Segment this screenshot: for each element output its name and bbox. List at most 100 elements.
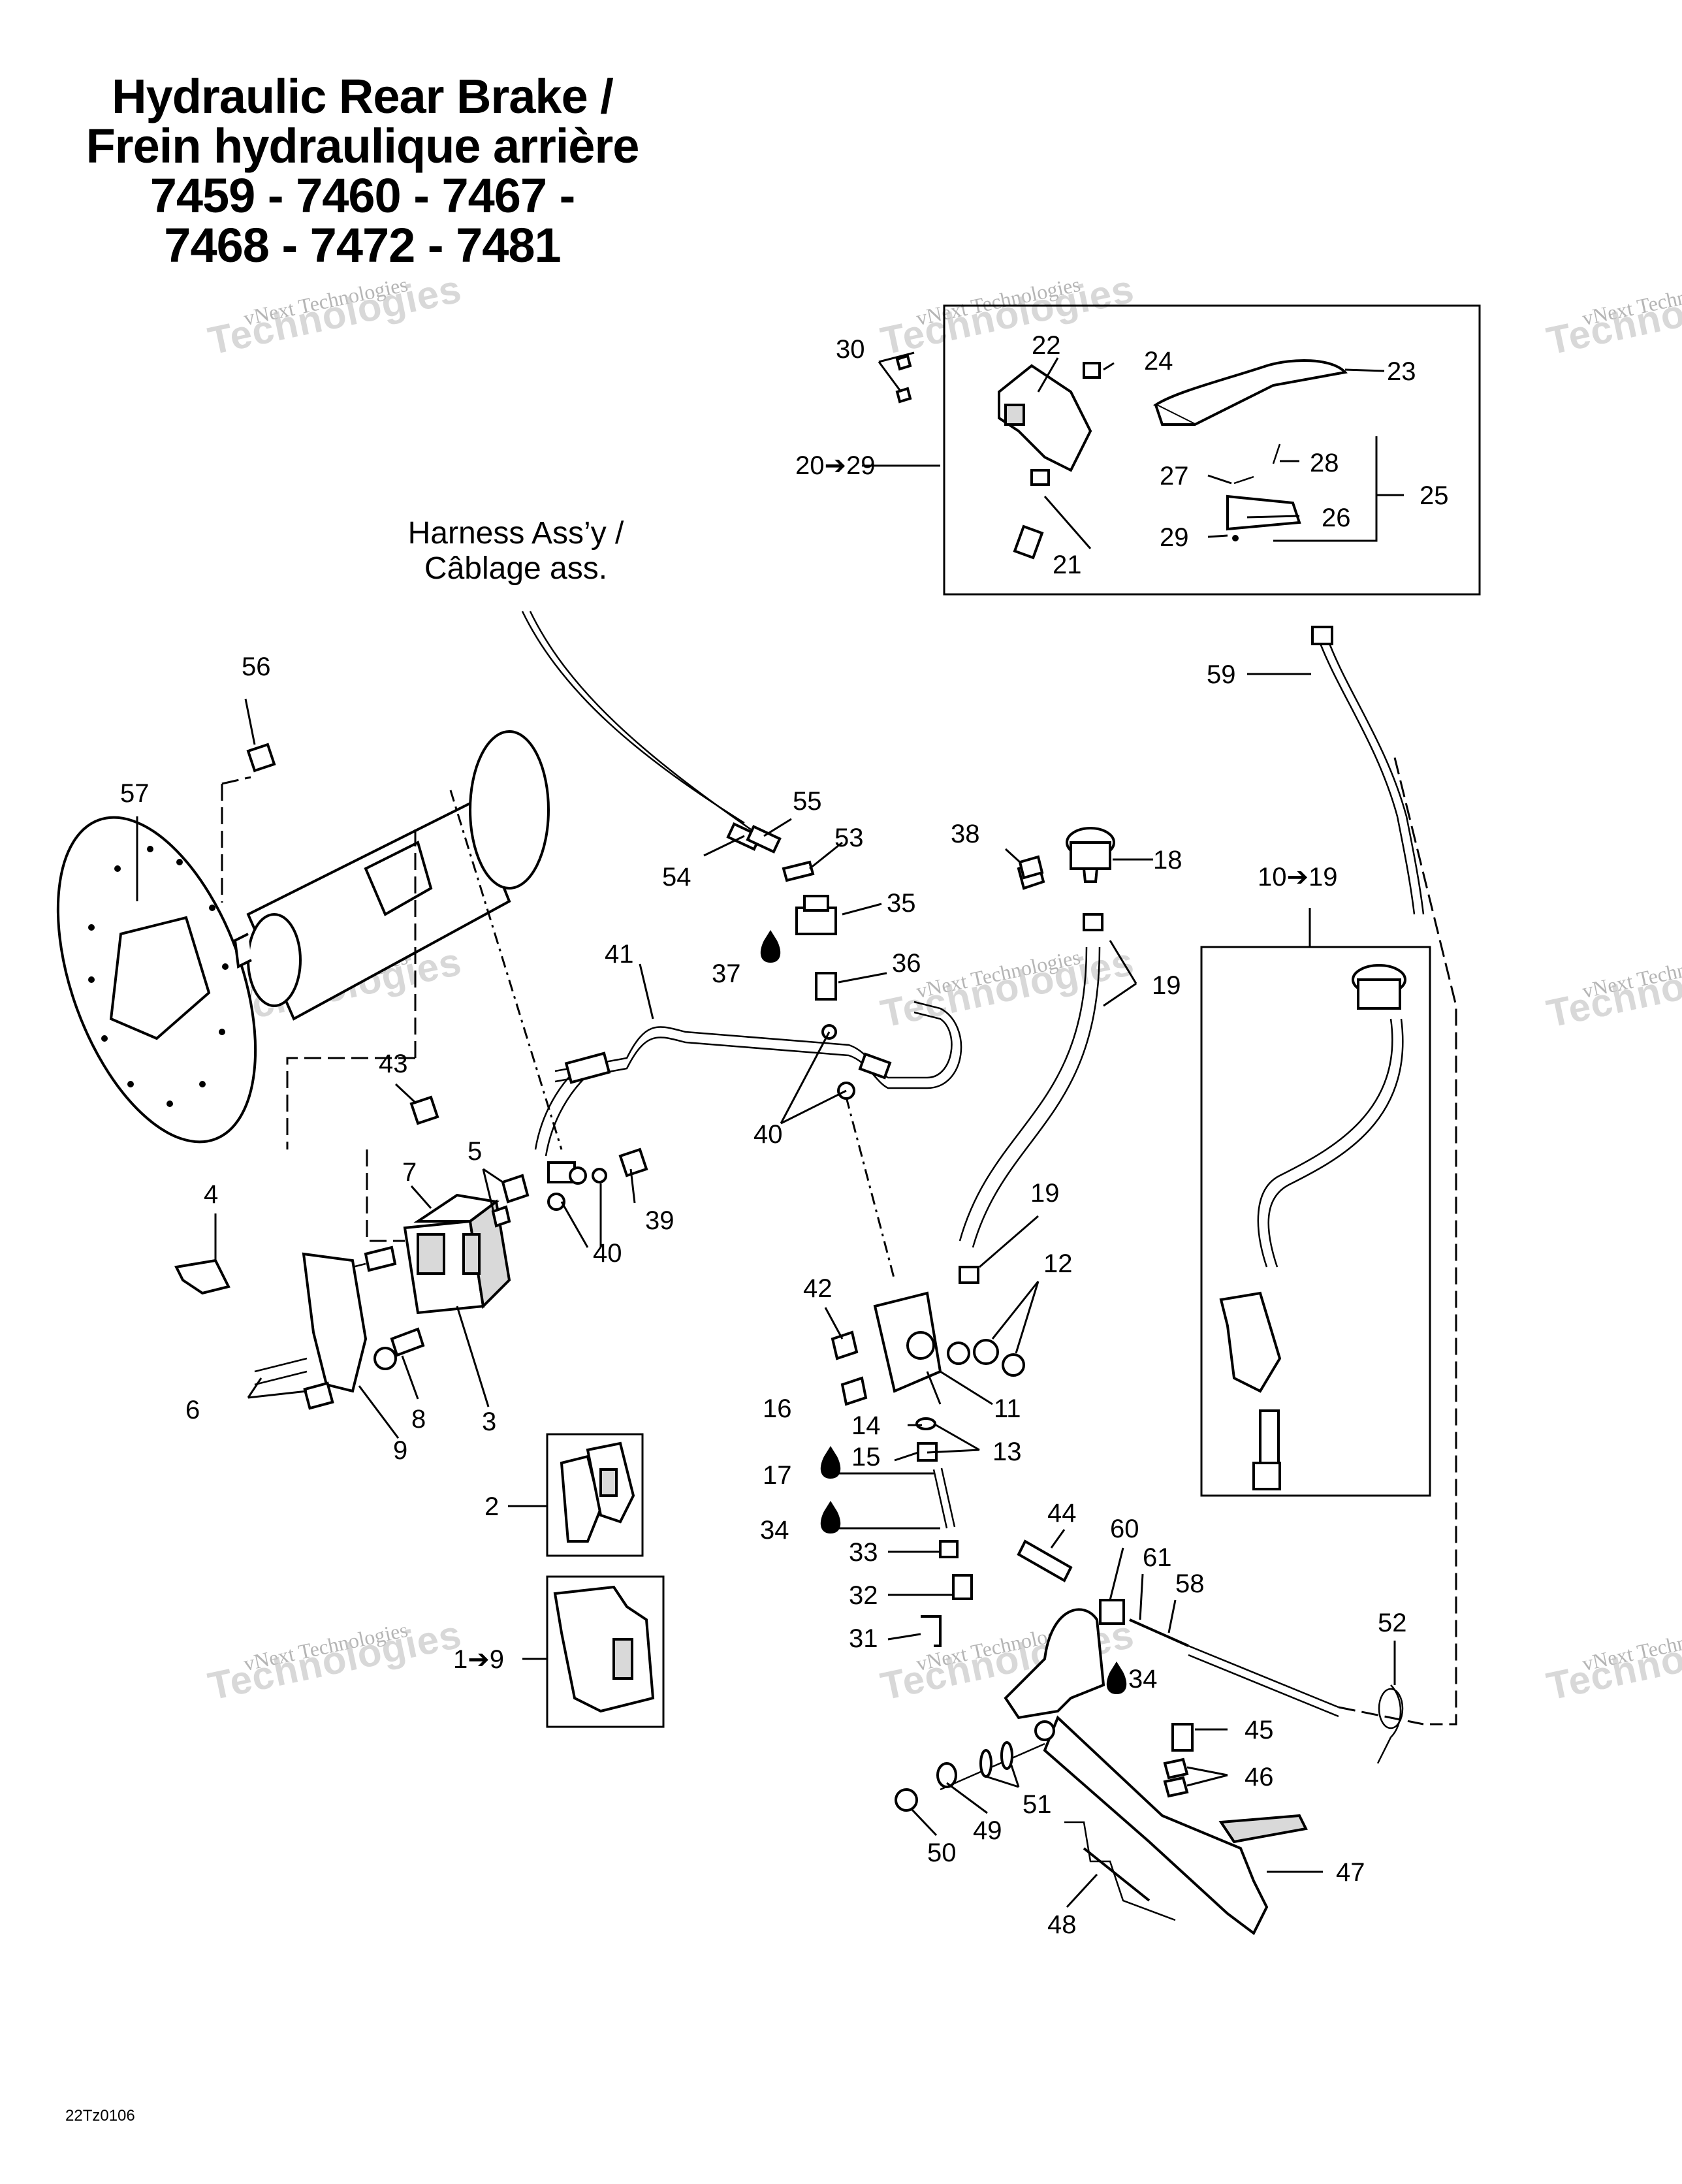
brake-cable bbox=[1188, 1645, 1339, 1709]
grease-drop-icon bbox=[820, 1446, 841, 1479]
dash-line bbox=[286, 1057, 415, 1149]
master-cylinder-port bbox=[906, 1331, 935, 1360]
callout-40b: 40 bbox=[593, 1239, 622, 1268]
reservoir-screw bbox=[1018, 855, 1044, 880]
dash-line bbox=[845, 1097, 896, 1281]
circlip bbox=[1002, 1353, 1025, 1377]
sealing-washer bbox=[592, 1168, 607, 1183]
caliper-kit-box bbox=[546, 1575, 665, 1728]
callout-16: 16 bbox=[763, 1394, 792, 1423]
pedal-tread bbox=[1218, 1814, 1308, 1844]
reservoir-nipple bbox=[1082, 867, 1099, 883]
drawing-code: 22Tz0106 bbox=[65, 2107, 135, 2125]
caliper-pin bbox=[254, 1357, 308, 1373]
callout-19a: 19 bbox=[1152, 971, 1181, 1000]
callout-39: 39 bbox=[645, 1206, 674, 1235]
callout-7: 7 bbox=[402, 1158, 417, 1187]
brake-pad bbox=[560, 1454, 603, 1543]
callout-25: 25 bbox=[1420, 481, 1449, 510]
pedal-nut bbox=[1163, 1758, 1189, 1780]
callout-1-9: 1➔9 bbox=[453, 1645, 504, 1674]
caliper-bolt bbox=[409, 1095, 439, 1125]
title-line-4: 7468 - 7472 - 7481 bbox=[164, 218, 561, 272]
callout-22: 22 bbox=[1032, 331, 1061, 360]
brake-cable bbox=[1188, 1654, 1339, 1718]
pedal-bolt bbox=[1171, 1723, 1194, 1752]
callout-37: 37 bbox=[712, 959, 741, 988]
brake-rod bbox=[1017, 1539, 1073, 1582]
callout-29: 29 bbox=[1160, 523, 1189, 552]
banjo-bolt bbox=[815, 972, 837, 1001]
kit-hose bbox=[1267, 1018, 1404, 1268]
brake-line-clip bbox=[564, 1052, 611, 1084]
callout-8: 8 bbox=[411, 1405, 426, 1434]
brake-lever bbox=[1153, 359, 1348, 426]
clevis-pin bbox=[921, 1615, 942, 1647]
harness-label-line-2: Câblage ass. bbox=[424, 551, 608, 586]
ball bbox=[1232, 535, 1239, 541]
callout-32: 32 bbox=[849, 1581, 878, 1610]
callout-42: 42 bbox=[803, 1274, 833, 1303]
pad-clip bbox=[174, 1259, 230, 1295]
callout-34b: 34 bbox=[1128, 1665, 1158, 1694]
callout-55: 55 bbox=[793, 787, 822, 816]
brake-line-hose bbox=[545, 1077, 586, 1157]
caliper-pin-head bbox=[303, 1381, 334, 1410]
caliper-seal bbox=[373, 1347, 397, 1370]
callout-17: 17 bbox=[763, 1461, 792, 1490]
callout-51: 51 bbox=[1023, 1790, 1052, 1819]
callout-54: 54 bbox=[662, 863, 691, 891]
pivot-axis bbox=[940, 1742, 1045, 1791]
brake-lever-pivot bbox=[1154, 404, 1195, 426]
callout-20-29: 20➔29 bbox=[795, 451, 876, 480]
brake-disc-center bbox=[109, 916, 211, 1040]
kit-push-rod bbox=[1259, 1409, 1280, 1464]
pad-friction bbox=[599, 1468, 618, 1497]
hub-flange bbox=[469, 730, 550, 890]
kit-hose bbox=[1257, 1018, 1393, 1268]
callout-34a: 34 bbox=[760, 1516, 789, 1545]
brake-pedal-pivot bbox=[1004, 1608, 1105, 1720]
callout-27: 27 bbox=[1160, 462, 1189, 490]
callout-23: 23 bbox=[1387, 357, 1416, 386]
sealing-washer bbox=[569, 1166, 587, 1185]
caliper-kit bbox=[553, 1585, 655, 1713]
callout-58: 58 bbox=[1175, 1569, 1205, 1598]
title-line-2: Frein hydraulique arrière bbox=[86, 119, 640, 173]
spade-connector bbox=[782, 860, 815, 882]
callout-13: 13 bbox=[992, 1437, 1022, 1466]
wire-connector bbox=[746, 824, 782, 854]
grease-drop-icon bbox=[1106, 1662, 1127, 1694]
brake-pedal bbox=[1043, 1715, 1269, 1936]
callout-41: 41 bbox=[605, 940, 634, 969]
bleeder-screw bbox=[501, 1174, 530, 1204]
cable-tie-loop bbox=[1378, 1688, 1404, 1729]
callout-53: 53 bbox=[834, 824, 864, 852]
callout-10-19: 10➔19 bbox=[1258, 863, 1338, 891]
callout-28: 28 bbox=[1310, 449, 1339, 477]
callout-52: 52 bbox=[1378, 1609, 1407, 1637]
callout-44: 44 bbox=[1047, 1499, 1077, 1528]
callout-50: 50 bbox=[927, 1839, 957, 1867]
axle-end bbox=[247, 913, 302, 1007]
washer bbox=[1000, 1741, 1013, 1770]
title-line-1: Hydraulic Rear Brake / bbox=[112, 69, 614, 123]
callout-59: 59 bbox=[1207, 660, 1236, 689]
hose-clamp bbox=[1083, 913, 1103, 931]
rear-master-cylinder-kit-box bbox=[1200, 946, 1431, 1497]
callout-46: 46 bbox=[1245, 1763, 1274, 1791]
kit-clevis bbox=[1252, 1462, 1281, 1490]
parking-brake-lever bbox=[1226, 494, 1301, 531]
clamp-washer bbox=[1030, 469, 1050, 486]
reservoir-hose bbox=[972, 946, 1101, 1248]
mounting-bolt bbox=[831, 1330, 859, 1360]
callout-36: 36 bbox=[892, 949, 921, 978]
kit-master-cylinder bbox=[1219, 1291, 1282, 1393]
grease-drop-icon bbox=[820, 1501, 841, 1534]
pedal-nut bbox=[1163, 1776, 1189, 1798]
return-spring-coil bbox=[1083, 1847, 1150, 1902]
reservoir-hose bbox=[959, 946, 1088, 1242]
pin bbox=[1272, 443, 1281, 464]
callout-60: 60 bbox=[1110, 1515, 1139, 1543]
